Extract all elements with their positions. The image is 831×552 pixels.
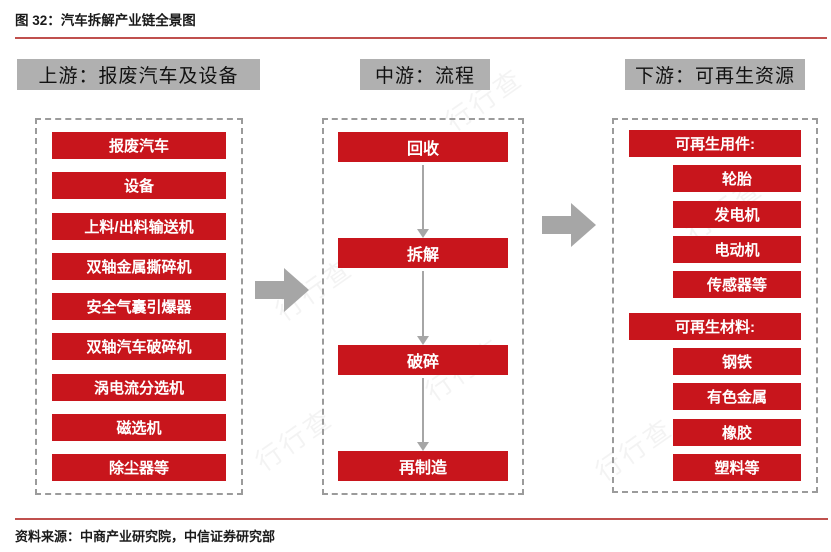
downstream-item: 塑料等	[673, 453, 801, 481]
downstream-item: 有色金属	[673, 383, 801, 411]
downstream-header: 下游：可再生资源	[625, 59, 805, 90]
downstream-item: 发电机	[673, 200, 801, 228]
right-arrow-icon	[542, 203, 596, 247]
upstream-item: 双轴汽车破碎机	[52, 333, 226, 361]
upstream-item: 双轴金属撕碎机	[52, 252, 226, 280]
downstream-group-box: 可再生用件: 轮胎 发电机 电动机 传感器等 可再生材料: 钢铁 有色金属 橡胶…	[612, 118, 818, 493]
down-arrow-icon	[338, 271, 508, 345]
upstream-item: 上料/出料输送机	[52, 212, 226, 240]
downstream-item: 电动机	[673, 235, 801, 263]
down-arrow-icon	[338, 377, 508, 451]
upstream-item: 涡电流分选机	[52, 373, 226, 401]
midstream-group-box: 回收 拆解 破碎 再制造	[322, 118, 524, 495]
upstream-header: 上游：报废汽车及设备	[17, 59, 260, 90]
downstream-item: 轮胎	[673, 165, 801, 193]
downstream-item: 橡胶	[673, 418, 801, 446]
upstream-item: 安全气囊引爆器	[52, 293, 226, 320]
process-step: 再制造	[338, 450, 508, 481]
source-note: 资料来源：中商产业研究院，中信证券研究部	[15, 529, 276, 544]
down-arrow-icon	[338, 165, 508, 239]
upstream-item: 报废汽车	[52, 132, 226, 159]
downstream-group-label: 可再生用件:	[629, 130, 801, 157]
midstream-header: 中游：流程	[360, 59, 490, 90]
upstream-group-box: 报废汽车 设备 上料/出料输送机 双轴金属撕碎机 安全气囊引爆器 双轴汽车破碎机…	[35, 118, 243, 495]
upstream-item: 设备	[52, 172, 226, 200]
title-underline	[15, 37, 827, 39]
upstream-item: 磁选机	[52, 413, 226, 441]
upstream-item: 除尘器等	[52, 454, 226, 481]
process-step: 回收	[338, 132, 508, 162]
process-step: 拆解	[338, 238, 508, 269]
downstream-group-label: 可再生材料:	[629, 312, 801, 340]
figure-title: 图 32：汽车拆解产业链全景图	[15, 13, 196, 28]
process-step: 破碎	[338, 344, 508, 375]
footer-rule	[15, 518, 828, 520]
right-arrow-icon	[255, 268, 309, 312]
downstream-item: 传感器等	[673, 271, 801, 299]
downstream-item: 钢铁	[673, 347, 801, 375]
